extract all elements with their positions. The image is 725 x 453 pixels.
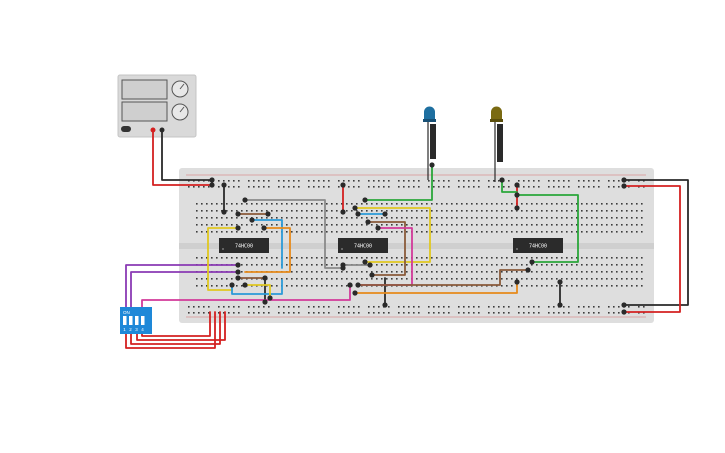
wire-orange[interactable] <box>244 227 291 273</box>
chip-label: 74HC00 <box>529 244 547 250</box>
wire-endpoint[interactable] <box>221 182 227 188</box>
wire-endpoint[interactable] <box>235 225 241 231</box>
chip-body <box>513 238 563 253</box>
wire-endpoint[interactable] <box>262 299 268 305</box>
wire-gray[interactable] <box>244 199 344 269</box>
wire-endpoint[interactable] <box>365 219 371 225</box>
chip-label: 74HC00 <box>235 244 253 250</box>
wire-endpoint[interactable] <box>557 279 563 285</box>
wire-endpoint[interactable] <box>340 182 346 188</box>
wire-endpoint[interactable] <box>209 177 215 183</box>
dip-toggle-2[interactable] <box>129 316 133 325</box>
wire-endpoint[interactable] <box>347 282 353 288</box>
wire-endpoint[interactable] <box>209 182 215 188</box>
wire-endpoint[interactable] <box>340 262 346 268</box>
wire-endpoint[interactable] <box>525 267 531 273</box>
led-icon <box>424 106 435 120</box>
led-yellow[interactable] <box>490 106 503 183</box>
power-supply[interactable] <box>117 74 197 138</box>
chip-label: 74HC00 <box>354 244 372 250</box>
wire-endpoint[interactable] <box>267 295 273 301</box>
wire-green-led-blue[interactable] <box>364 164 433 201</box>
wire-endpoint[interactable] <box>249 217 255 223</box>
resistor <box>497 124 503 162</box>
wire-endpoint[interactable] <box>221 209 227 215</box>
wire-endpoint[interactable] <box>355 282 361 288</box>
wire-blue[interactable] <box>251 219 283 269</box>
wire-endpoint[interactable] <box>429 162 435 168</box>
wire-endpoint[interactable] <box>352 290 358 296</box>
wire-endpoint[interactable] <box>382 211 388 217</box>
wire-endpoint[interactable] <box>235 262 241 268</box>
breadboard <box>179 168 654 323</box>
wire-endpoint[interactable] <box>621 309 627 315</box>
wire-endpoint[interactable] <box>265 211 271 217</box>
wire-endpoint[interactable] <box>529 259 535 265</box>
power-switch[interactable] <box>121 126 131 132</box>
chip-1[interactable]: 74HC00 <box>219 238 269 253</box>
chip-3[interactable]: 74HC00 <box>513 238 563 253</box>
wire-black-right-bus[interactable] <box>623 179 689 306</box>
wire-endpoint[interactable] <box>514 205 520 211</box>
wire-endpoint[interactable] <box>352 205 358 211</box>
wire-endpoint[interactable] <box>235 269 241 275</box>
wire-endpoint[interactable] <box>261 225 267 231</box>
dip-switch[interactable]: ON 1 2 3 4 <box>120 307 152 334</box>
current-display <box>121 101 168 122</box>
wire-endpoint[interactable] <box>362 197 368 203</box>
dip-number: 4 <box>141 327 144 332</box>
wire-endpoint[interactable] <box>355 211 361 217</box>
wire-yellow[interactable] <box>207 227 239 291</box>
dip-on-label: ON <box>123 310 130 315</box>
wire-endpoint[interactable] <box>235 211 241 217</box>
wires[interactable] <box>125 129 689 349</box>
wire-endpoint[interactable] <box>242 282 248 288</box>
wire-endpoint[interactable] <box>621 183 627 189</box>
chip-body <box>219 238 269 253</box>
wire-endpoint[interactable] <box>514 279 520 285</box>
wire-endpoint[interactable] <box>340 209 346 215</box>
dip-number: 3 <box>135 327 138 332</box>
voltage-display <box>121 79 168 100</box>
wire-endpoint[interactable] <box>262 275 268 281</box>
led-blue[interactable] <box>423 106 436 181</box>
chip-2[interactable]: 74HC00 <box>338 238 388 253</box>
wire-endpoint[interactable] <box>557 302 563 308</box>
wire-endpoint[interactable] <box>235 275 241 281</box>
wire-red-right-bus[interactable] <box>623 185 681 313</box>
dip-number: 1 <box>123 327 126 332</box>
wire-endpoint[interactable] <box>382 302 388 308</box>
dip-toggle-3[interactable] <box>135 316 139 325</box>
wire-green[interactable] <box>516 194 579 263</box>
wire-endpoints[interactable] <box>209 162 627 315</box>
wire-endpoint[interactable] <box>514 182 520 188</box>
dip-number: 2 <box>129 327 132 332</box>
wire-endpoint[interactable] <box>375 225 381 231</box>
wire-endpoint[interactable] <box>242 197 248 203</box>
wire-endpoint[interactable] <box>514 192 520 198</box>
dip-toggle-1[interactable] <box>123 316 127 325</box>
resistor <box>430 124 436 159</box>
wire-red-power[interactable] <box>152 129 213 186</box>
wire-purple[interactable] <box>125 264 239 316</box>
wire-endpoint[interactable] <box>621 177 627 183</box>
dip-toggle-4[interactable] <box>141 316 145 325</box>
led-icon <box>491 106 502 120</box>
wire-endpoint[interactable] <box>369 272 375 278</box>
wire-endpoint[interactable] <box>367 262 373 268</box>
wire-endpoint[interactable] <box>499 177 505 183</box>
breadboard-center-channel <box>179 243 654 249</box>
wire-black-ground[interactable] <box>161 129 213 181</box>
wire-endpoint[interactable] <box>621 302 627 308</box>
wire-red-dip-1[interactable] <box>125 311 216 349</box>
chip-body <box>338 238 388 253</box>
wire-endpoint[interactable] <box>229 282 235 288</box>
wire-endpoint[interactable] <box>362 259 368 265</box>
breadboard-holes[interactable] <box>188 180 645 314</box>
